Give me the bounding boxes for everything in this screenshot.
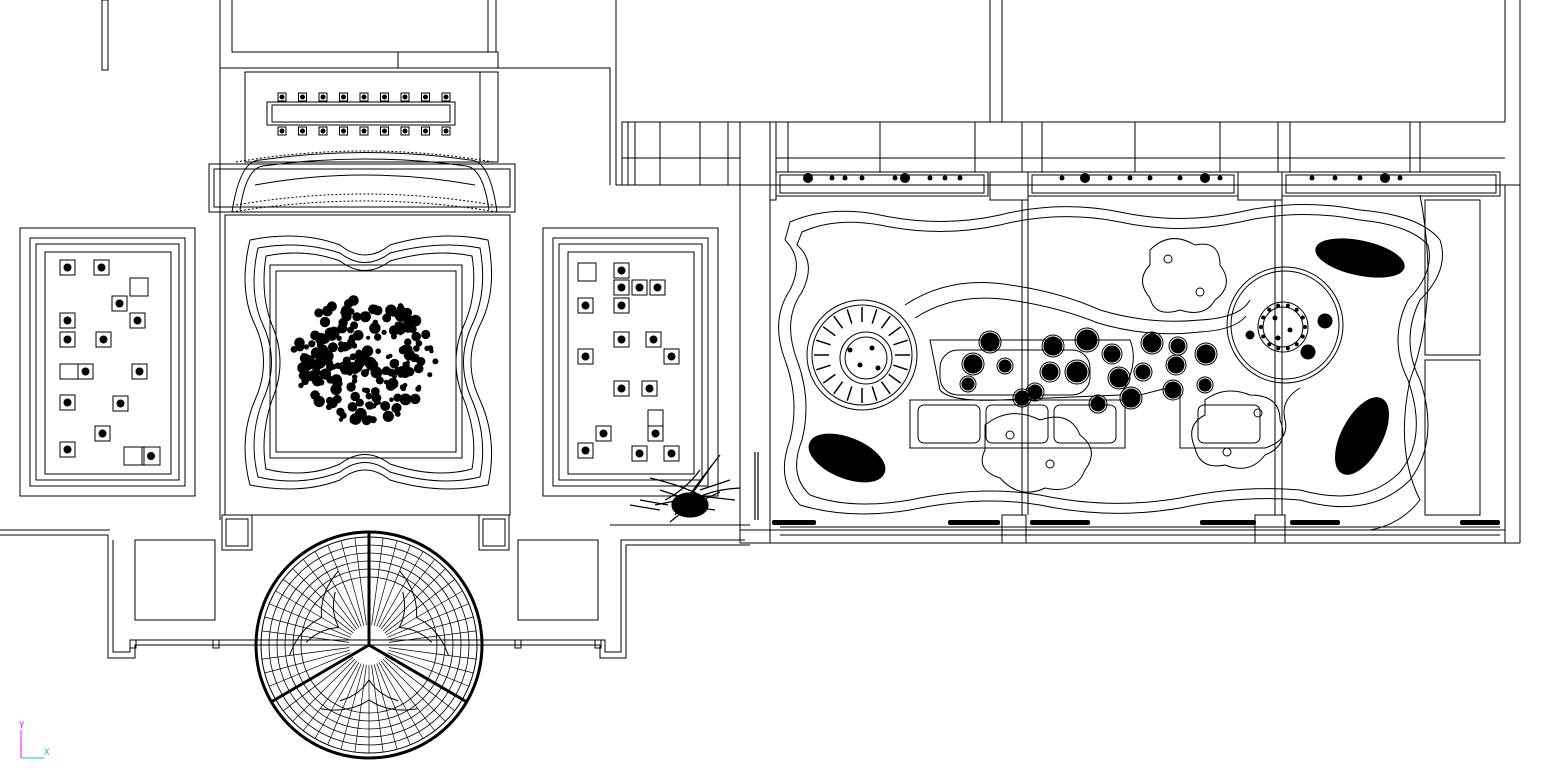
planter-box	[613, 331, 630, 348]
planter-box	[631, 445, 648, 462]
ucs-icon: Y X	[14, 722, 54, 762]
dining-chair	[441, 126, 451, 136]
planter-box	[645, 331, 662, 348]
ucs-x-label: X	[44, 748, 50, 758]
north-facade	[621, 121, 1505, 201]
south-facade	[772, 199, 1500, 544]
dining-chair	[380, 126, 389, 136]
planter-box	[131, 363, 148, 380]
dining-chair	[380, 92, 389, 102]
planter-box	[59, 363, 79, 380]
dining-chair	[298, 126, 307, 136]
facade-planter-dots	[803, 173, 1403, 183]
dining-chair	[339, 126, 348, 136]
pavilion-plant-details	[814, 303, 1333, 403]
dining-chair	[421, 92, 430, 102]
planter-box	[59, 331, 76, 348]
planter-box	[111, 295, 128, 312]
planter-boxes-right	[577, 262, 680, 462]
planter-box	[93, 259, 110, 276]
curved-sofa	[208, 150, 516, 213]
planter-box	[647, 425, 664, 442]
dining-chair	[400, 126, 410, 136]
landscape-garden	[778, 194, 1443, 531]
planter-box	[595, 425, 612, 442]
dining-chair	[318, 126, 328, 136]
planter-box	[112, 395, 129, 412]
dining-chair	[298, 92, 307, 102]
planter-box	[59, 312, 76, 329]
ucs-axes	[20, 730, 44, 759]
planter-box	[647, 409, 664, 427]
planter-box	[95, 331, 112, 348]
dining-chair	[318, 92, 328, 102]
planter-box	[123, 446, 145, 466]
planter-box	[613, 297, 630, 314]
skylight-spokes	[261, 537, 477, 753]
dining-chairs-top	[277, 92, 451, 102]
dining-chair	[277, 92, 287, 102]
round-skylight	[254, 530, 484, 760]
dining-chair	[421, 126, 430, 136]
planter-box	[631, 279, 648, 296]
planter-box	[59, 394, 76, 411]
planter-box	[577, 262, 597, 282]
courtyard-right	[542, 227, 719, 497]
dining-chair	[359, 126, 369, 136]
garden-tree-dots	[959, 327, 1218, 414]
planter-box	[613, 279, 630, 296]
planter-boxes-left	[59, 259, 161, 466]
planter-box	[613, 380, 630, 397]
planter-box	[613, 262, 630, 279]
central-shrub-cluster	[290, 295, 439, 426]
dining-chair	[400, 92, 410, 102]
feature-bush	[629, 452, 759, 523]
planter-box	[641, 380, 658, 397]
planter-box	[663, 348, 680, 365]
ucs-y-label: Y	[19, 721, 25, 731]
south-shrub-strips	[772, 520, 1500, 525]
planter-box	[577, 348, 594, 365]
courtyard-left	[19, 227, 196, 497]
planter-box	[663, 445, 680, 462]
dining-chair	[339, 92, 348, 102]
planter-box	[77, 363, 94, 380]
planter-box	[59, 441, 76, 458]
dining-chair	[359, 92, 369, 102]
planter-box	[59, 259, 76, 276]
dining-chairs-bottom	[277, 126, 451, 136]
dining-chair	[277, 126, 287, 136]
building-walls	[0, 0, 1521, 659]
planter-box	[577, 442, 594, 459]
planter-box	[129, 277, 149, 297]
round-pavilion	[806, 266, 1344, 411]
planter-box	[577, 297, 594, 314]
planter-box	[129, 312, 146, 329]
planter-box	[141, 446, 161, 466]
dining-room	[244, 71, 499, 163]
dining-chair	[441, 92, 451, 102]
planter-box	[649, 279, 666, 296]
planter-box	[94, 425, 111, 442]
central-courtyard	[224, 214, 511, 516]
